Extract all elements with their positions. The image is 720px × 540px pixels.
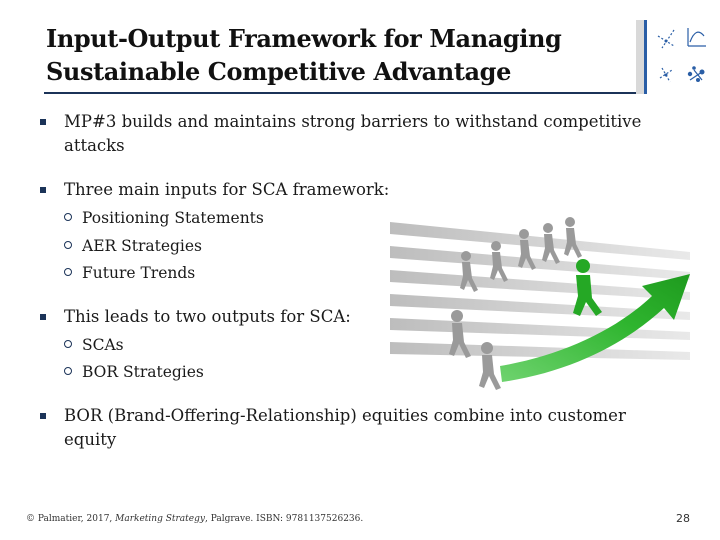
gray-runners <box>449 217 582 390</box>
bullet-text: This leads to two outputs for SCA: <box>64 307 351 326</box>
circle-bullet-icon <box>64 367 72 375</box>
square-bullet-icon <box>40 187 46 193</box>
square-bullet-icon <box>40 413 46 419</box>
citation-prefix: © Palmatier, 2017, <box>26 514 116 524</box>
bullet-text: BOR (Brand-Offering-Relationship) equiti… <box>64 406 626 449</box>
corner-decoration <box>634 20 720 98</box>
bullet-text: Three main inputs for SCA framework: <box>64 180 390 199</box>
runners-arrow-illustration <box>390 217 690 390</box>
square-bullet-icon <box>40 314 46 320</box>
page-number: 28 <box>676 512 690 525</box>
blue-bar <box>644 20 647 94</box>
citation-suffix: , Palgrave. ISBN: 9781137526236. <box>204 514 364 524</box>
title-line-1: Input-Output Framework for Managing <box>46 24 562 53</box>
citation-book-title: Marketing Strategy <box>115 514 205 524</box>
sub-bullet-text: SCAs <box>82 336 124 354</box>
sub-bullet-text: BOR Strategies <box>82 363 204 381</box>
gray-stripes <box>390 222 690 360</box>
green-runner <box>573 259 602 316</box>
title-line-2: Sustainable Competitive Advantage <box>46 57 511 86</box>
circle-bullet-icon <box>64 241 72 249</box>
green-arrow <box>500 274 690 382</box>
circle-bullet-icon <box>64 268 72 276</box>
network-graph-icon <box>657 28 706 83</box>
square-bullet-icon <box>40 119 46 125</box>
sub-bullet-text: Future Trends <box>82 264 196 282</box>
sub-bullet-text: Positioning Statements <box>82 209 264 227</box>
circle-bullet-icon <box>64 213 72 221</box>
title-underline <box>44 92 638 94</box>
bullet-text: MP#3 builds and maintains strong barrier… <box>64 112 642 155</box>
sub-bullet-text: AER Strategies <box>82 237 203 255</box>
circle-bullet-icon <box>64 340 72 348</box>
citation-footer: © Palmatier, 2017, Marketing Strategy, P… <box>26 514 363 524</box>
gray-bar <box>636 20 644 94</box>
slide-title: Input-Output Framework for Managing Sust… <box>46 22 626 88</box>
